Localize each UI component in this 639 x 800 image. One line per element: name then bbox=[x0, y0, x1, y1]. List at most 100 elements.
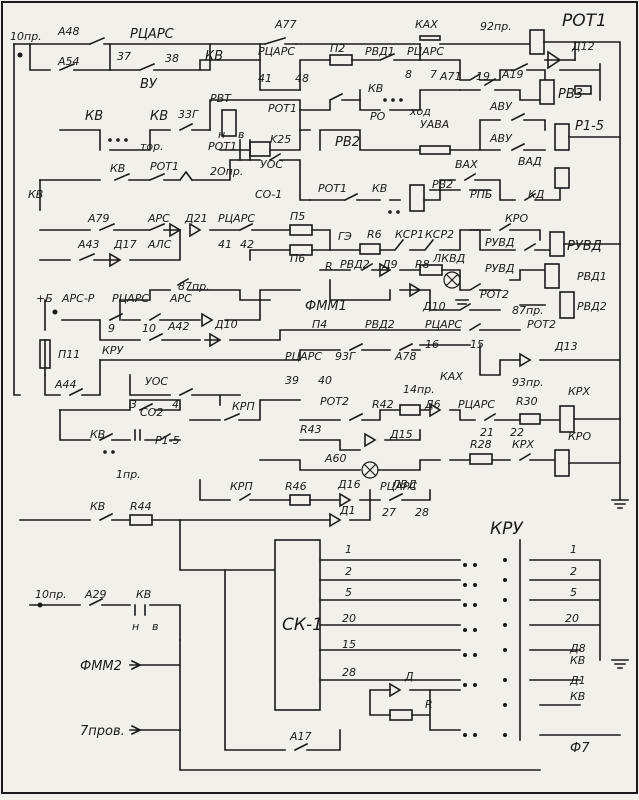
ck-row-left: 15 bbox=[342, 638, 356, 651]
text-labels: 10пр. A48 РЦАРС A77 КАХ 92пр. РОТ1 A54 3… bbox=[10, 11, 607, 756]
label-d15: Д15 bbox=[389, 428, 413, 441]
connector-dots bbox=[17, 52, 507, 737]
label-krx-1: КРХ bbox=[568, 385, 590, 398]
label-uava: УАВА bbox=[420, 118, 449, 131]
label-93pr: 93пр. bbox=[512, 376, 544, 389]
label-16: 16 bbox=[425, 338, 439, 351]
label-41a: 41 bbox=[258, 72, 272, 85]
label-21: 21 bbox=[480, 426, 494, 439]
label-rtsars-6: РЦАРС bbox=[425, 318, 462, 331]
label-a44: A44 bbox=[54, 378, 77, 391]
label-rtsars-1: РЦАРС bbox=[130, 27, 175, 42]
ck-row-left: 5 bbox=[345, 586, 352, 599]
label-rvd2-a: РВД2 bbox=[340, 258, 370, 271]
middle-band bbox=[39, 152, 621, 319]
label-kcr1: КСР1 bbox=[395, 228, 424, 241]
label-92pr: 92пр. bbox=[480, 20, 512, 33]
ground-symbols bbox=[455, 299, 629, 669]
label-lvd: ЛВД bbox=[391, 478, 417, 491]
label-rv3: РВ3 bbox=[558, 87, 583, 102]
label-rot2-b: РОТ2 bbox=[527, 318, 556, 331]
label-avu-1: АВУ bbox=[489, 100, 513, 113]
label-3: 3 bbox=[130, 398, 137, 411]
label-10pr: 10пр. bbox=[10, 30, 42, 43]
label-kru-1: КРУ bbox=[102, 344, 124, 357]
lower-middle bbox=[19, 399, 621, 571]
label-tor: тор. bbox=[140, 140, 164, 153]
label-uos-2: УОС bbox=[145, 375, 168, 388]
label-rpb: РПБ bbox=[470, 188, 492, 201]
label-p4: П4 bbox=[312, 318, 327, 331]
label-rtsars-7: РЦАРС bbox=[285, 350, 322, 363]
label-27: 27 bbox=[382, 506, 396, 519]
label-33g: 33Г bbox=[178, 108, 199, 121]
label-als: АЛС bbox=[147, 238, 172, 251]
label-a43: A43 bbox=[77, 238, 100, 251]
label-r46: R46 bbox=[285, 480, 307, 493]
label-rot1-d: РОТ1 bbox=[150, 160, 179, 173]
top-rail bbox=[13, 29, 621, 501]
label-ars: АРС bbox=[147, 212, 170, 225]
label-d9: Д9 bbox=[381, 258, 398, 271]
label-ruvd-3: РУВД bbox=[485, 262, 515, 275]
label-h-1: н bbox=[132, 620, 139, 633]
ck-row-left: 28 bbox=[342, 666, 356, 679]
label-ro: РО bbox=[370, 110, 386, 123]
label-rot1-top: РОТ1 bbox=[562, 11, 607, 31]
label-ruvd-2: РУВД bbox=[567, 239, 602, 254]
label-40: 40 bbox=[318, 374, 332, 387]
label-ars-r: АРС-Р bbox=[61, 292, 95, 305]
label-10: 10 bbox=[142, 322, 156, 335]
label-d1-b: Д1 bbox=[569, 674, 586, 687]
label-r6: R6 bbox=[367, 228, 382, 241]
label-p6: П6 bbox=[290, 252, 305, 265]
label-37: 37 bbox=[117, 50, 131, 63]
label-krp-2: КРП bbox=[230, 480, 253, 493]
upper-middle bbox=[59, 77, 621, 161]
label-lkvd: ЛКВД bbox=[432, 252, 466, 265]
label-f7: Ф7 bbox=[570, 741, 590, 756]
ck-row-left: 2 bbox=[345, 565, 352, 578]
label-kax-1: КАХ bbox=[415, 18, 438, 31]
label-a17: A17 bbox=[289, 730, 312, 743]
label-a42: A42 bbox=[167, 320, 190, 333]
label-krp-1: КРП bbox=[232, 400, 255, 413]
label-87pr-a: 87пр. bbox=[178, 280, 210, 293]
label-rvd1-b: РВД1 bbox=[577, 270, 607, 283]
ck-row-left: 20 bbox=[342, 612, 356, 625]
label-r1-5: Р1-5 bbox=[575, 119, 604, 134]
ck-row-right: 1 bbox=[570, 543, 577, 556]
label-15: 15 bbox=[470, 338, 484, 351]
label-rot1-b: РОТ1 bbox=[268, 102, 297, 115]
label-plus-b: +Б bbox=[36, 292, 53, 305]
label-kv-11: КВ bbox=[570, 654, 585, 667]
label-42: 42 bbox=[240, 238, 254, 251]
label-22: 22 bbox=[510, 426, 524, 439]
label-kv-5: КВ bbox=[110, 162, 125, 175]
label-d13: Д13 bbox=[554, 340, 578, 353]
label-20pr: 2Опр. bbox=[210, 165, 243, 178]
label-d8: Д8 bbox=[569, 642, 586, 655]
label-kv-7: КВ bbox=[372, 182, 387, 195]
label-ars-2: АРС bbox=[169, 292, 192, 305]
label-kd: КД bbox=[528, 188, 545, 201]
label-r8: R8 bbox=[415, 258, 430, 271]
label-kv-10: КВ bbox=[136, 588, 151, 601]
label-kv-2: КВ bbox=[368, 82, 383, 95]
label-d21: Д21 bbox=[184, 212, 208, 225]
label-vad: ВАД bbox=[518, 155, 542, 168]
label-r: R bbox=[325, 260, 333, 273]
label-ck1: СК-1 bbox=[282, 615, 323, 635]
label-d16: Д16 bbox=[337, 478, 361, 491]
label-rvd1: РВД1 bbox=[365, 45, 395, 58]
label-rvd2-b: РВД2 bbox=[577, 300, 607, 313]
label-kv-12: КВ bbox=[570, 690, 585, 703]
label-ge: ГЭ bbox=[338, 230, 352, 243]
label-48: 48 bbox=[295, 72, 309, 85]
label-co1: СО-1 bbox=[255, 188, 282, 201]
label-rot2-a: РОТ2 bbox=[480, 288, 509, 301]
label-p11: П11 bbox=[58, 348, 80, 361]
label-k25: K25 bbox=[270, 133, 291, 146]
label-a29: A29 bbox=[84, 588, 107, 601]
